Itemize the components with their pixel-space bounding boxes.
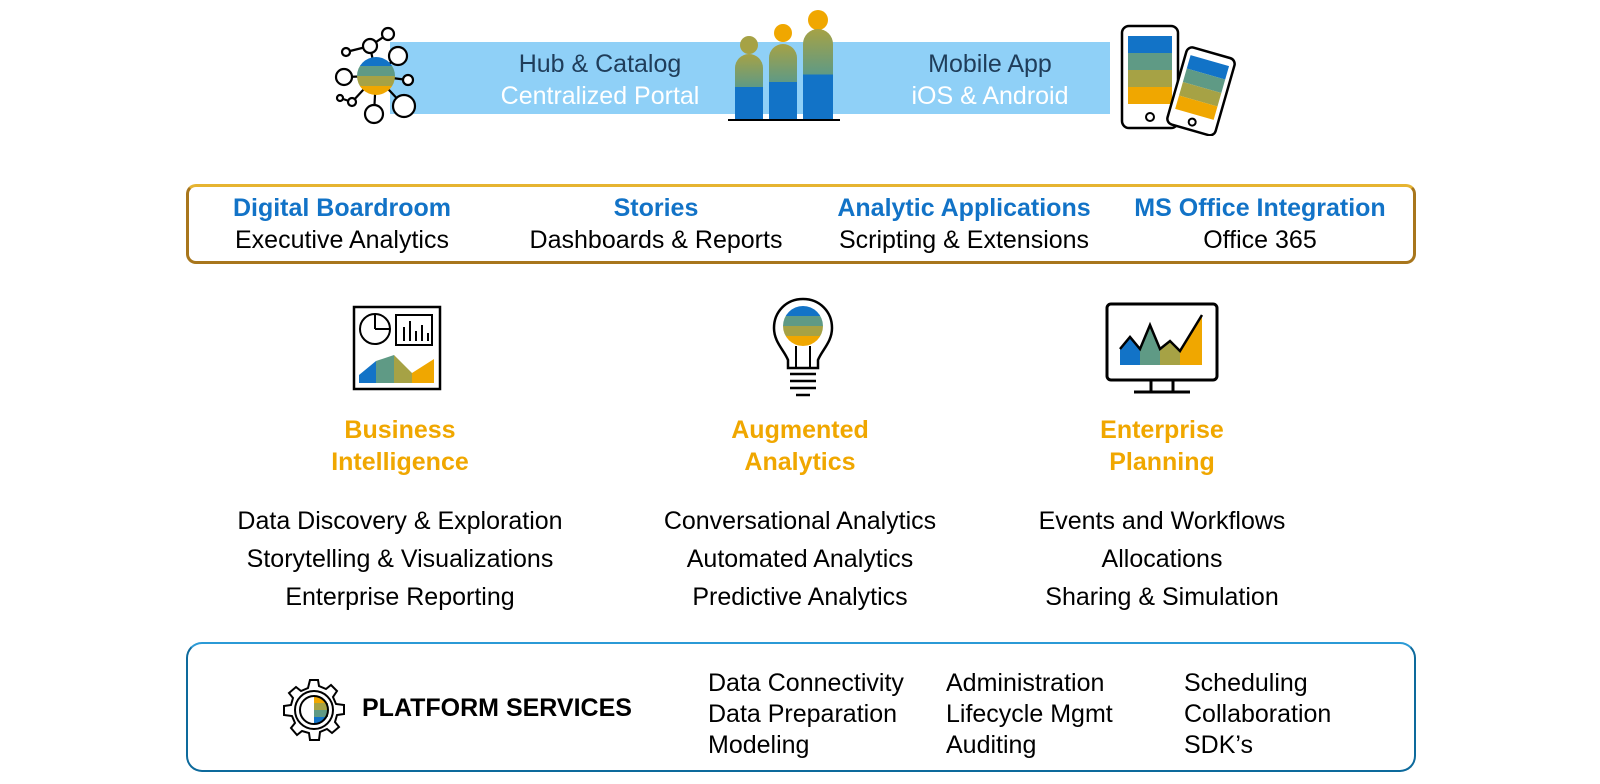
mobile-subtitle: iOS & Android: [911, 82, 1069, 110]
bi-title-line1: Business: [344, 416, 456, 444]
bi-feature-list: Data Discovery & Exploration Storytellin…: [220, 502, 580, 616]
stories-title: Stories: [613, 194, 699, 222]
bi-title-line2: Intelligence: [331, 448, 469, 476]
experiences-panel: [186, 184, 1416, 264]
augmented-analytics-pillar[interactable]: Augmented Analytics: [650, 414, 950, 478]
list-item: Data Connectivity: [708, 669, 904, 697]
aa-title-line2: Analytics: [744, 448, 856, 476]
lightbulb-icon: [772, 297, 834, 397]
business-intelligence-pillar[interactable]: Business Intelligence: [250, 414, 550, 478]
list-item: Modeling: [708, 731, 810, 759]
platform-services-panel: [186, 642, 1416, 772]
list-item: Administration: [946, 669, 1105, 697]
hub-title: Hub & Catalog: [518, 50, 682, 78]
list-item: Storytelling & Visualizations: [246, 545, 554, 573]
devices-icon: [1120, 24, 1236, 136]
list-item: SDK’s: [1184, 731, 1254, 759]
list-item: Scheduling: [1184, 669, 1308, 697]
analytic-applications-subtitle: Scripting & Extensions: [838, 226, 1090, 254]
list-item: Data Discovery & Exploration: [237, 507, 563, 535]
platform-column-1: Data Connectivity Data Preparation Model…: [708, 668, 904, 761]
ms-office-integration-item[interactable]: MS Office Integration Office 365: [1104, 192, 1416, 256]
stories-item[interactable]: Stories Dashboards & Reports: [500, 192, 812, 256]
mobile-title: Mobile App: [928, 50, 1052, 78]
enterprise-planning-pillar[interactable]: Enterprise Planning: [1012, 414, 1312, 478]
ep-feature-list: Events and Workflows Allocations Sharing…: [982, 502, 1342, 616]
hub-catalog-label[interactable]: Hub & Catalog Centralized Portal: [450, 48, 750, 112]
aa-title-line1: Augmented: [731, 416, 869, 444]
ms-office-subtitle: Office 365: [1203, 226, 1317, 254]
hub-subtitle: Centralized Portal: [500, 82, 700, 110]
list-item: Conversational Analytics: [663, 507, 937, 535]
list-item: Data Preparation: [708, 700, 898, 728]
ep-title-line2: Planning: [1109, 448, 1215, 476]
list-item: Lifecycle Mgmt: [946, 700, 1113, 728]
monitor-chart-icon: [1105, 302, 1219, 394]
platform-services-title: PLATFORM SERVICES: [362, 694, 632, 722]
analytic-applications-item[interactable]: Analytic Applications Scripting & Extens…: [808, 192, 1120, 256]
aa-feature-list: Conversational Analytics Automated Analy…: [620, 502, 980, 616]
list-item: Allocations: [1101, 545, 1223, 573]
people-icon: [728, 10, 840, 121]
dashboard-icon: [352, 305, 442, 391]
ep-title-line1: Enterprise: [1100, 416, 1224, 444]
digital-boardroom-subtitle: Executive Analytics: [235, 226, 449, 254]
network-icon: [334, 26, 417, 125]
platform-column-3: Scheduling Collaboration SDK’s: [1184, 668, 1331, 761]
analytic-applications-title: Analytic Applications: [837, 194, 1091, 222]
list-item: Events and Workflows: [1038, 507, 1286, 535]
list-item: Collaboration: [1184, 700, 1332, 728]
stories-subtitle: Dashboards & Reports: [529, 226, 783, 254]
digital-boardroom-title: Digital Boardroom: [232, 194, 452, 222]
mobile-app-label[interactable]: Mobile App iOS & Android: [860, 48, 1120, 112]
list-item: Enterprise Reporting: [285, 583, 515, 611]
digital-boardroom-item[interactable]: Digital Boardroom Executive Analytics: [186, 192, 498, 256]
list-item: Automated Analytics: [686, 545, 914, 573]
platform-column-2: Administration Lifecycle Mgmt Auditing: [946, 668, 1113, 761]
list-item: Predictive Analytics: [692, 583, 908, 611]
gear-icon: [283, 679, 345, 741]
list-item: Auditing: [946, 731, 1037, 759]
list-item: Sharing & Simulation: [1045, 583, 1279, 611]
ms-office-title: MS Office Integration: [1134, 194, 1386, 222]
